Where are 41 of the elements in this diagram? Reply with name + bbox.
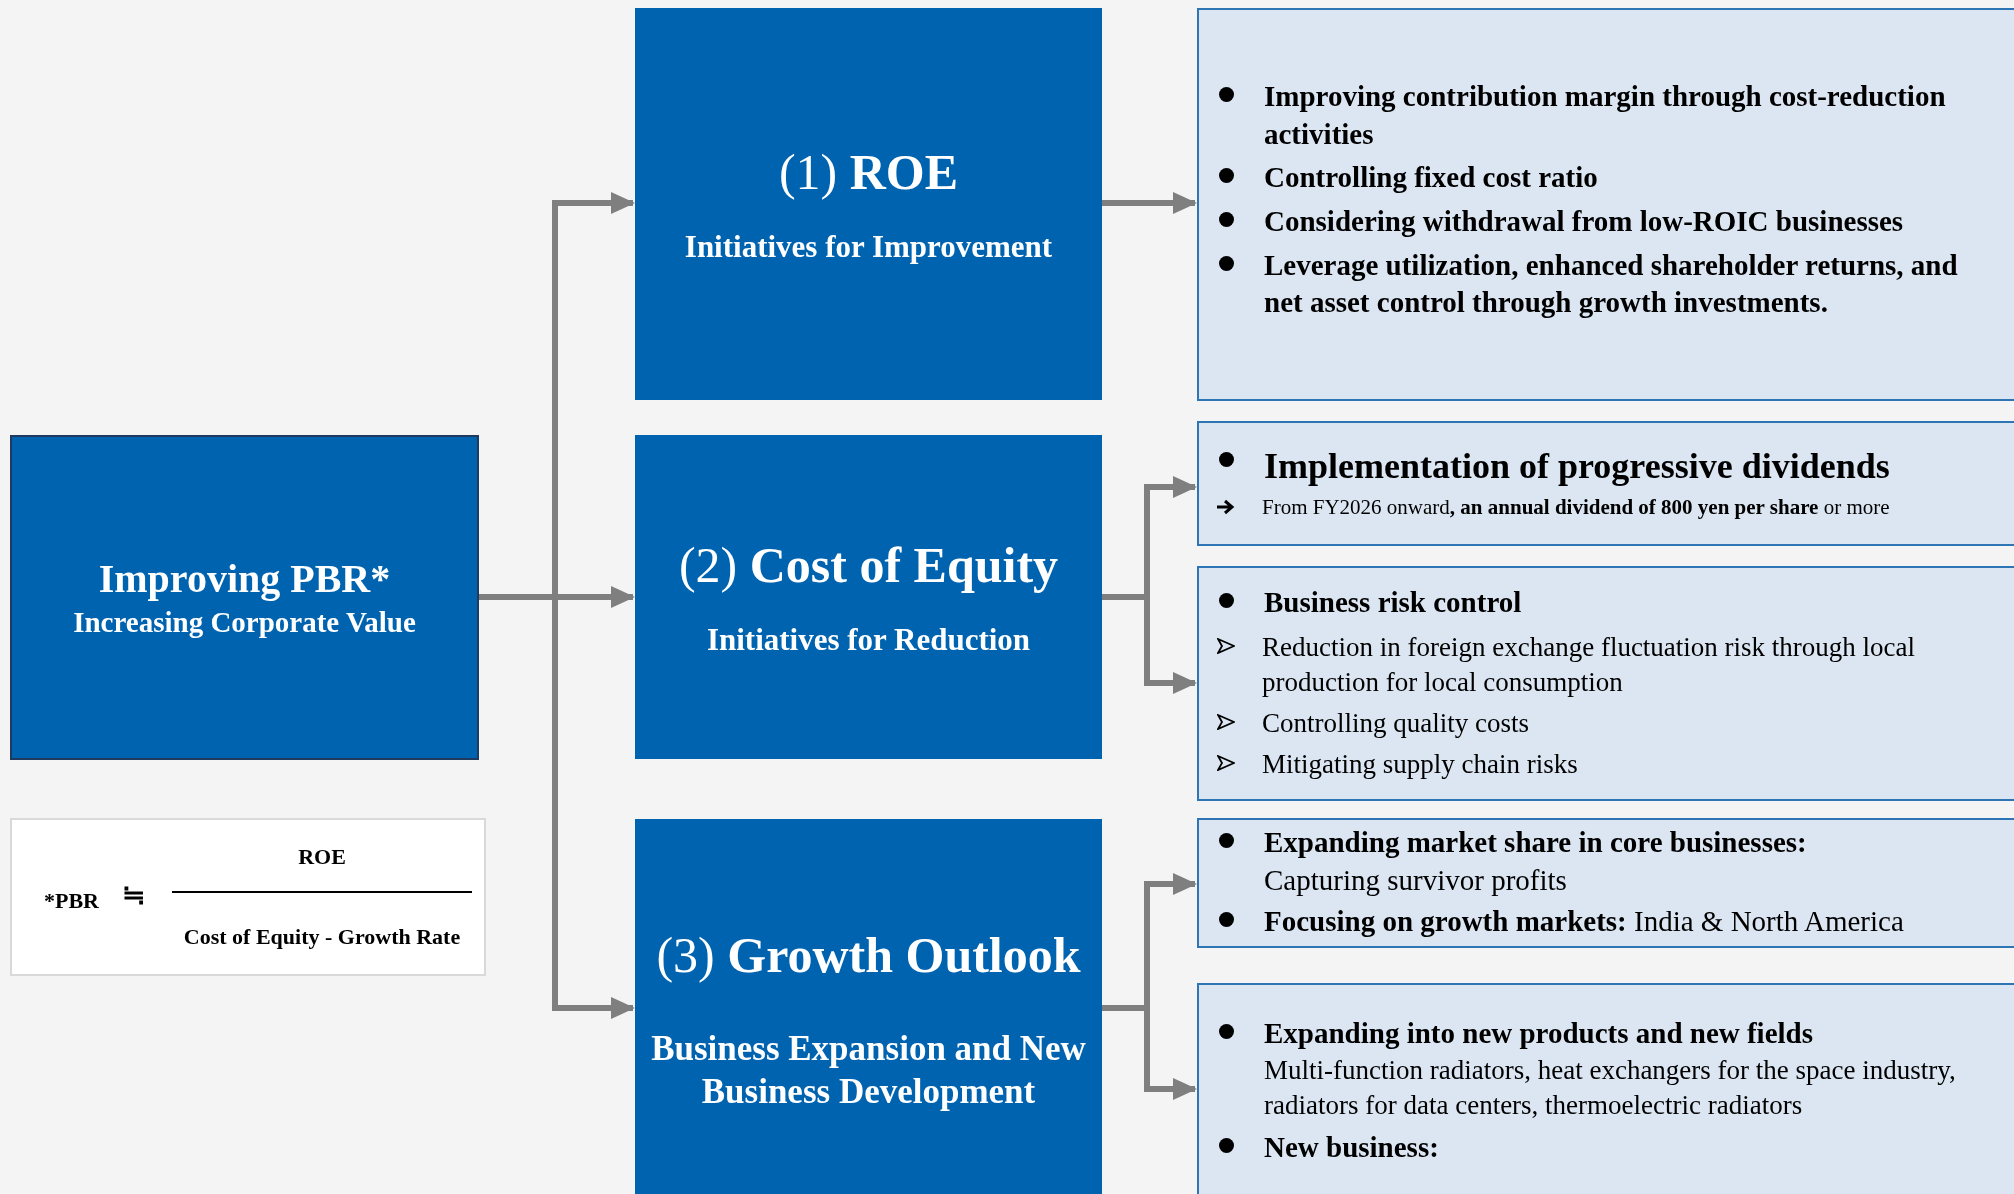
node-subtitle: Increasing Corporate Value xyxy=(73,605,416,641)
approx-equal-sign: ≒ xyxy=(122,878,145,912)
list-item-text: Expanding into new products and new fields xyxy=(1264,1016,1813,1051)
list-item-text: Capturing survivor profits xyxy=(1264,862,1567,898)
node-title: (1) ROE xyxy=(778,143,959,203)
connector-arrow xyxy=(1102,1005,1197,1100)
bullet-list-panel xyxy=(1197,818,2014,948)
list-item-text: Business risk control xyxy=(1264,585,1522,620)
list-item-text: Implementation of progressive dividends xyxy=(1264,445,1890,488)
list-item-text: Mitigating supply chain risks xyxy=(1262,747,1578,781)
list-item-text: Controlling fixed cost ratio xyxy=(1264,160,1598,196)
numerator-text: ROE xyxy=(297,843,347,871)
node-title: Improving PBR* xyxy=(98,555,391,604)
list-item-text: Focusing on growth markets: India & North America xyxy=(1264,904,1904,940)
bullet-list-panel xyxy=(1197,8,2014,401)
node-subtitle: Initiatives for Improvement xyxy=(684,227,1053,266)
node-title: (2) Cost of Equity xyxy=(678,536,1059,596)
bullet-list-panel xyxy=(1197,983,2014,1194)
list-item-text: Considering withdrawal from low-ROIC businesses xyxy=(1264,204,1904,240)
list-item-text: New business: xyxy=(1264,1129,1439,1165)
connector-arrow xyxy=(1102,192,1197,214)
list-item-text: Leverage utilization, enhanced shareholder returns, and net asset control through growth investments. xyxy=(1264,247,1959,321)
node-subtitle: Initiatives for Reduction xyxy=(706,620,1031,659)
node-subtitle: Business Expansion and New Business Development xyxy=(651,1027,1086,1114)
goal-box xyxy=(10,435,479,760)
node-title: (3) Growth Outlook xyxy=(656,926,1081,985)
initiative-box xyxy=(635,435,1102,759)
formula-term: *PBR xyxy=(44,887,99,915)
bullet-list-panel xyxy=(1197,566,2014,801)
denominator-text: Cost of Equity - Growth Rate xyxy=(182,923,462,951)
list-item-text: Improving contribution margin through cost-reduction activities xyxy=(1264,79,1947,152)
list-item-text: Reduction in foreign exchange fluctuation risk through local production for local consumption xyxy=(1262,630,1917,699)
list-item-text: Multi-function radiators, heat exchangers for the space industry, radiators for data centers, thermoelectric radiators xyxy=(1264,1053,1957,1122)
list-item-text: Controlling quality costs xyxy=(1262,706,1529,740)
initiative-box xyxy=(635,8,1102,400)
bullet-list-panel xyxy=(1197,421,2014,546)
connector-arrow xyxy=(1102,594,1197,694)
formula-box xyxy=(10,818,486,976)
initiative-box xyxy=(635,819,1102,1194)
list-item-text: From FY2026 onward, an annual dividend of 800 yen per share or more xyxy=(1262,493,1890,521)
list-item-text: Expanding market share in core businesses: xyxy=(1264,825,1807,860)
